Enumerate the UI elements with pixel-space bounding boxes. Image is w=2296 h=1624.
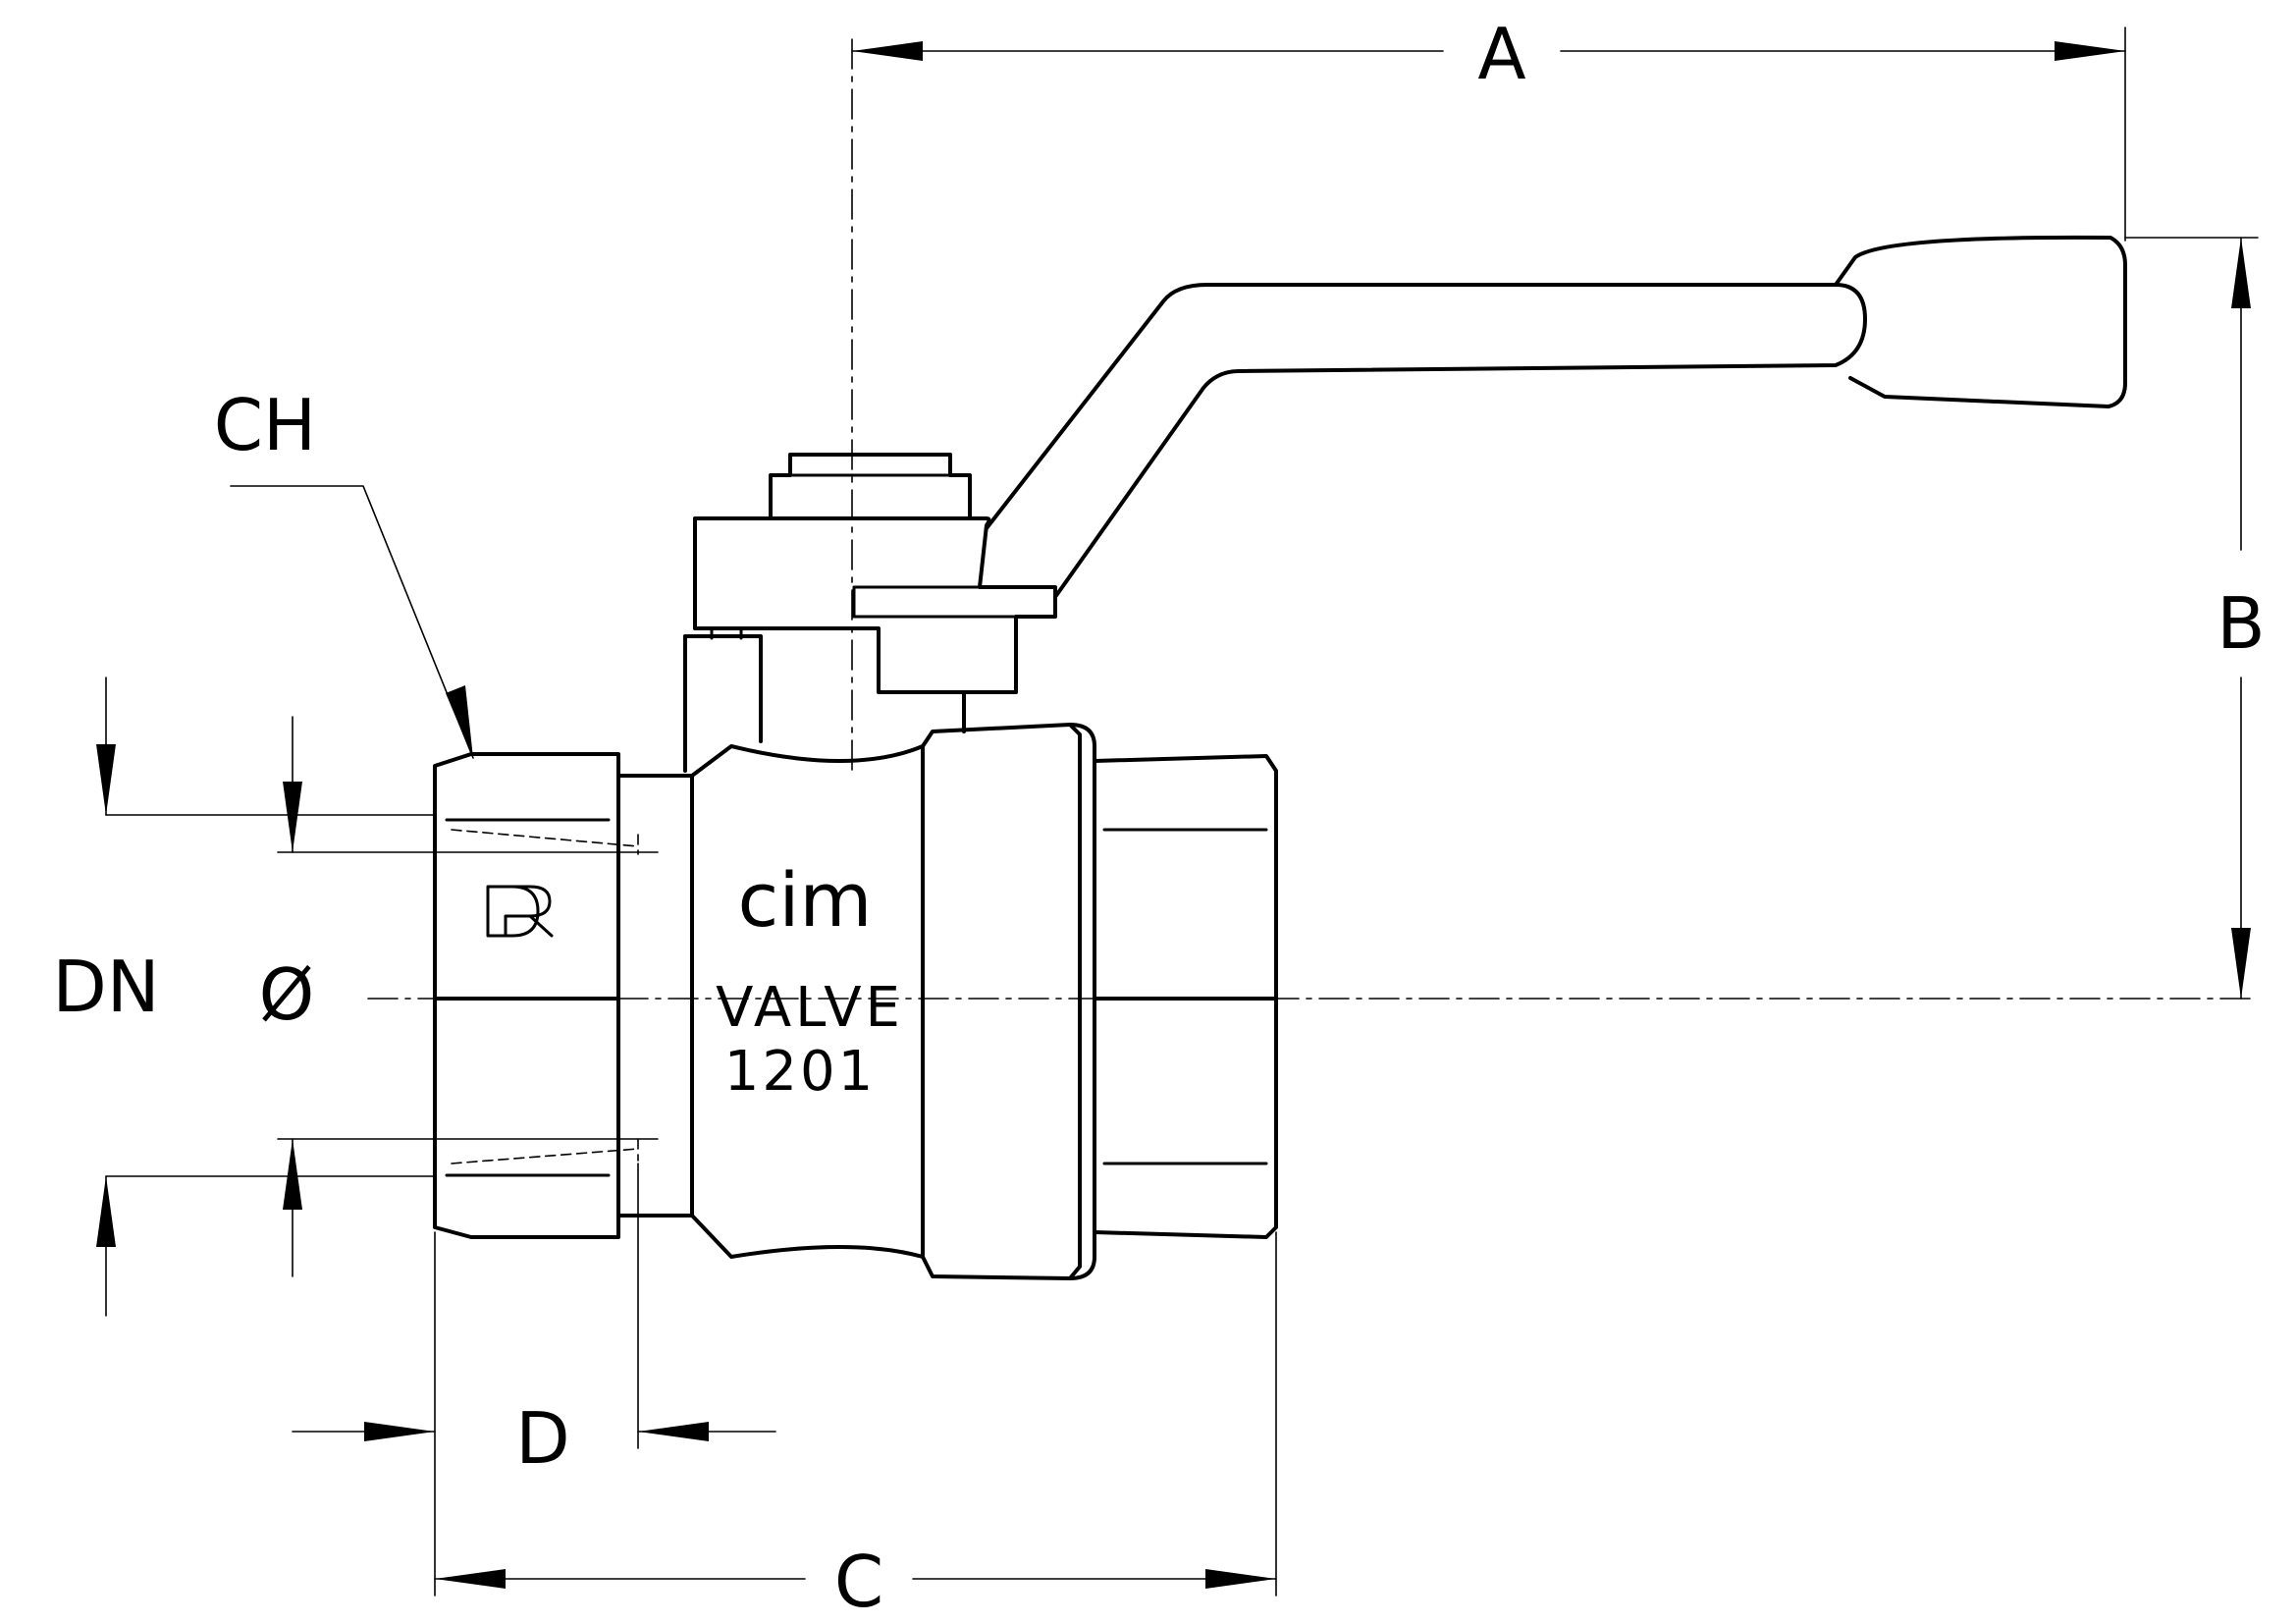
dimension-ch: CH (214, 384, 474, 759)
brand-mark: cim (738, 856, 873, 944)
dimension-diameter-label: Ø (259, 953, 315, 1036)
dimension-d-label: D (515, 1397, 569, 1480)
marking-line-2: 1201 (724, 1040, 877, 1104)
dimension-ch-label: CH (214, 384, 316, 466)
center-lines (367, 38, 2259, 1000)
body-markings: cim VALVE 1201 (486, 856, 904, 1104)
handle-lever (985, 235, 2127, 599)
dimension-b: B (2124, 237, 2266, 1000)
dimension-dn-label: DN (52, 946, 159, 1028)
valve-body (690, 723, 1278, 1280)
dimension-diameter: Ø (259, 716, 659, 1277)
dimension-c-label: C (834, 1541, 883, 1623)
dimension-d: D (292, 1163, 776, 1480)
stem-assembly (683, 453, 1057, 773)
dimension-a-label: A (1477, 13, 1525, 95)
dimension-b-label: B (2216, 582, 2265, 665)
dimension-dn: DN (52, 677, 436, 1317)
dimension-a: A (851, 13, 2126, 242)
left-hex-end (433, 752, 694, 1239)
marking-line-1: VALVE (716, 976, 904, 1040)
dr-logo-mark (486, 885, 554, 938)
dimension-c: C (434, 1231, 1277, 1623)
